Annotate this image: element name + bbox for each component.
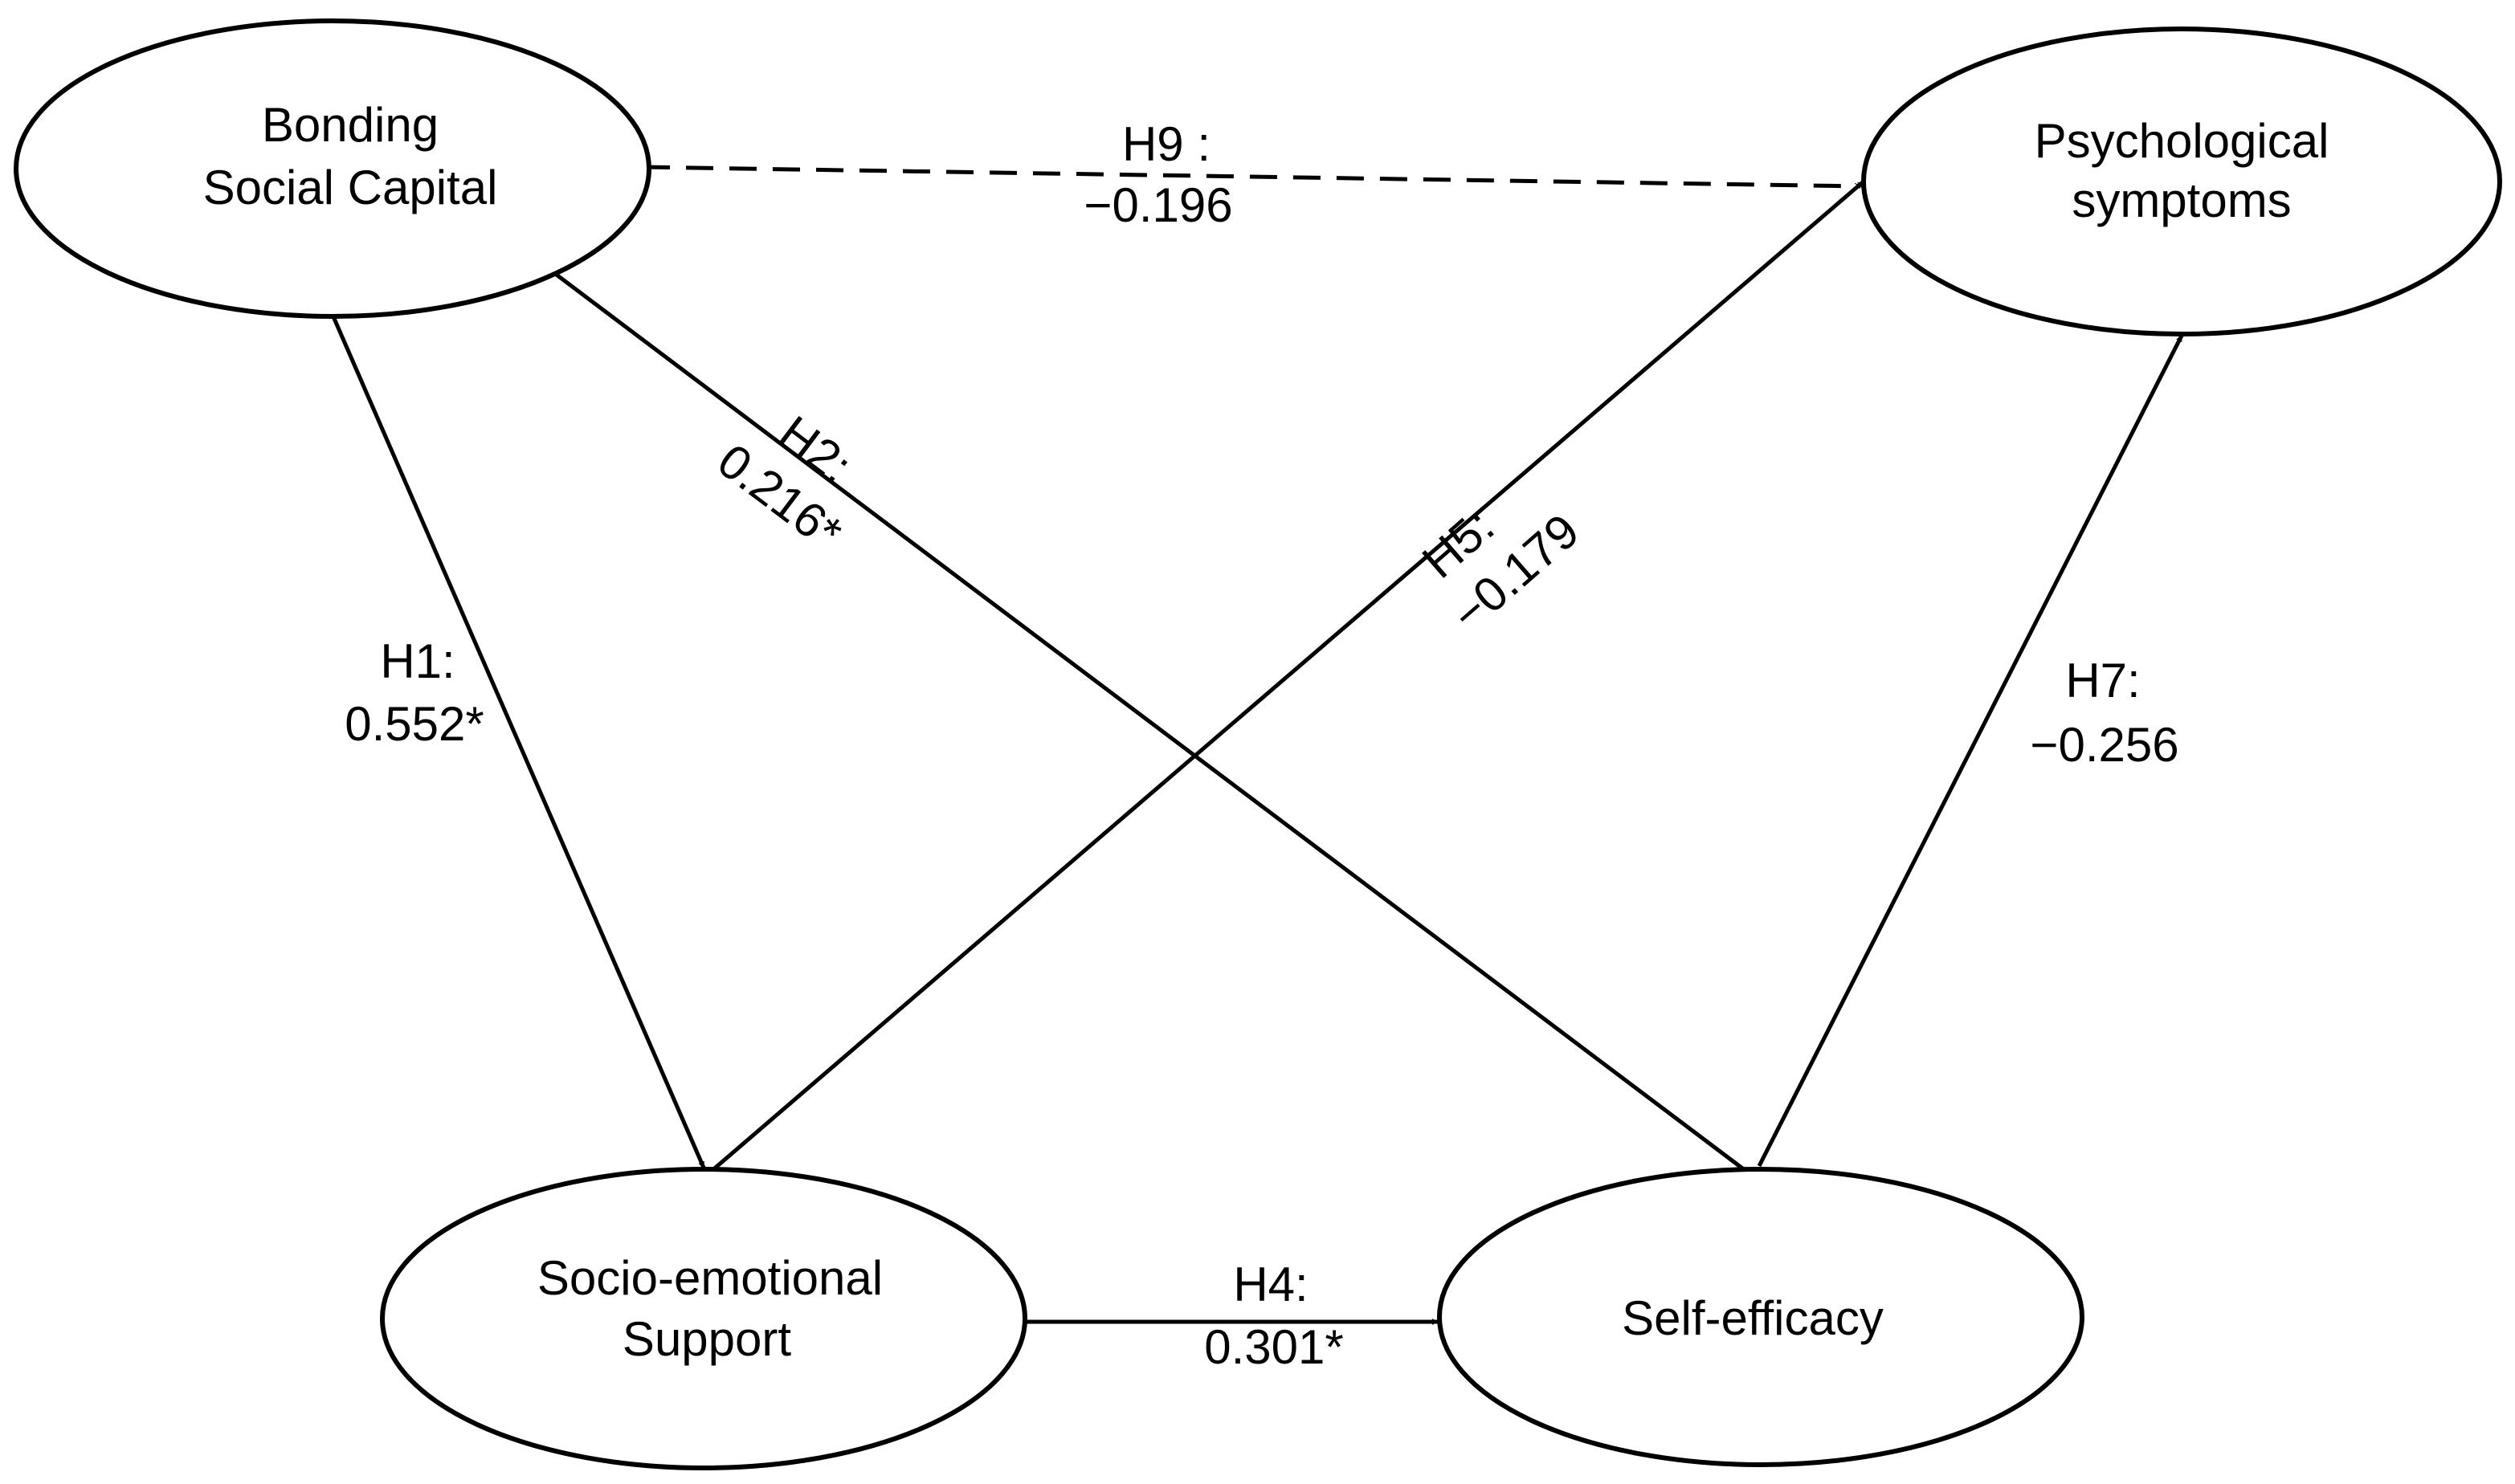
- node-socio-emotional-support: Socio-emotional Support: [380, 1167, 1027, 1470]
- node-psychological-symptoms: Psychological symptoms: [1861, 26, 2502, 336]
- edge-h5-support-to-psych: [710, 180, 1865, 1172]
- node-support-label-line1: Socio-emotional: [537, 1251, 883, 1305]
- node-bonding-label-line1: Bonding: [262, 98, 439, 152]
- node-psych-ellipse: [1861, 26, 2502, 336]
- node-efficacy-ellipse: [1437, 1167, 2084, 1467]
- node-bonding-label-line2: Social Capital: [203, 161, 498, 214]
- edge-label-h1: H1: 0.552*: [345, 634, 484, 751]
- node-self-efficacy: Self-efficacy: [1437, 1167, 2084, 1467]
- node-efficacy-label: Self-efficacy: [1622, 1291, 1884, 1345]
- edge-h9-hypothesis: H9 :: [1122, 117, 1211, 171]
- edge-label-h5: H5: −0.179: [1412, 499, 1589, 642]
- edge-h7-hypothesis: H7:: [2065, 654, 2140, 707]
- edge-label-h7: H7: −0.256: [2030, 654, 2178, 772]
- edge-h4-coefficient: 0.301*: [1204, 1320, 1344, 1374]
- edge-label-h9: H9 : −0.196: [1084, 117, 1232, 232]
- node-bonding-social-capital: Bonding Social Capital: [14, 18, 651, 319]
- edge-h1-hypothesis: H1:: [380, 634, 455, 688]
- edge-h1-coefficient: 0.552*: [345, 697, 484, 751]
- edge-h7-coefficient: −0.256: [2030, 718, 2178, 772]
- edge-h7-efficacy-to-psych: [1757, 334, 2184, 1168]
- edge-h9-coefficient: −0.196: [1084, 178, 1232, 232]
- edge-h9-bonding-to-psych: [642, 165, 1860, 186]
- edge-label-h4: H4: 0.301*: [1204, 1258, 1344, 1374]
- node-bonding-ellipse: [14, 18, 651, 319]
- node-psych-label-line2: symptoms: [2072, 173, 2291, 227]
- edge-h1-bonding-to-support: [330, 314, 706, 1168]
- edge-h2-bonding-to-efficacy: [553, 271, 1749, 1174]
- node-psych-label-line1: Psychological: [2035, 114, 2329, 168]
- edge-label-h2: H2: 0.216*: [708, 406, 861, 561]
- edge-h4-hypothesis: H4:: [1233, 1258, 1308, 1311]
- node-support-ellipse: [380, 1167, 1027, 1470]
- node-support-label-line2: Support: [623, 1312, 791, 1366]
